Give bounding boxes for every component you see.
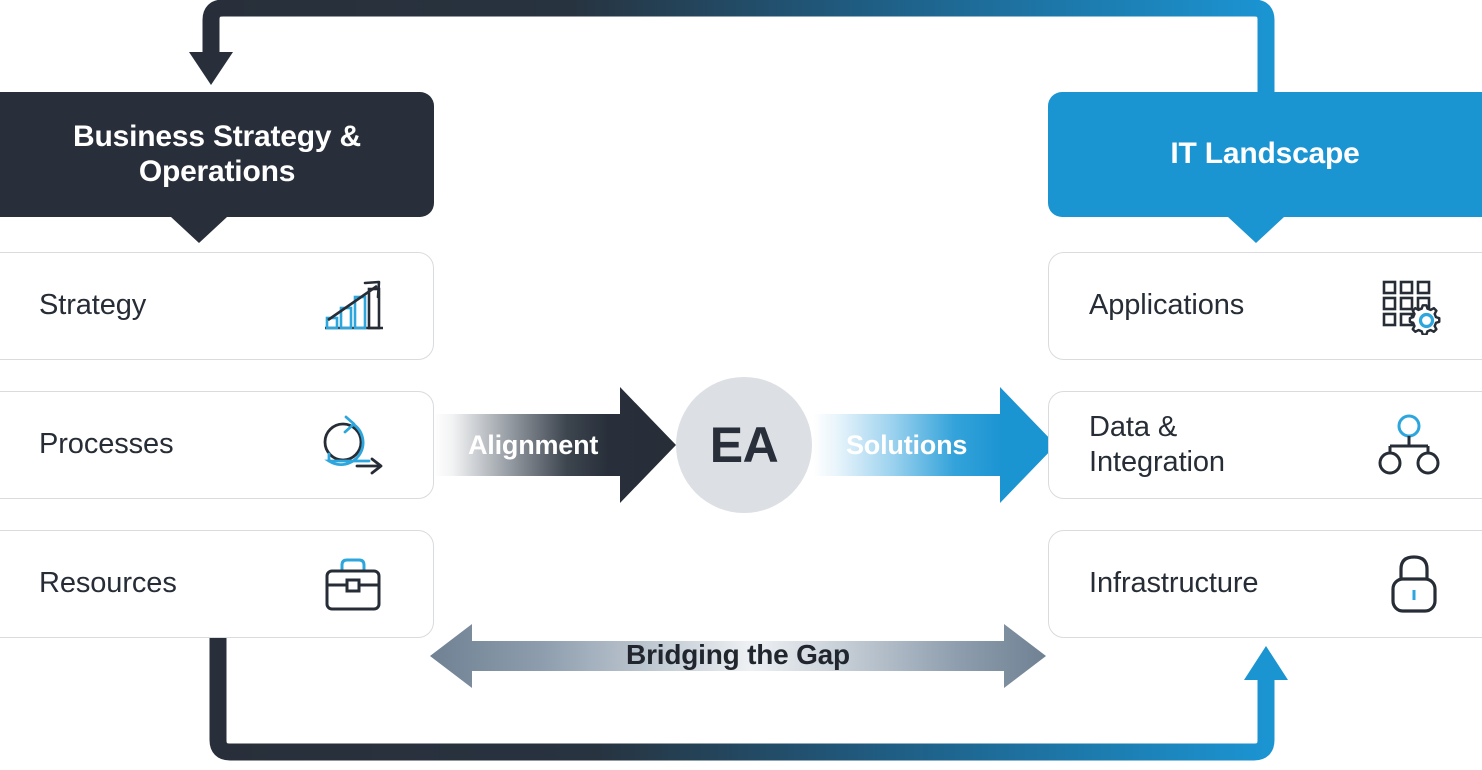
business-strategy-header-label: Business Strategy & Operations [73,119,361,188]
briefcase-icon [319,555,387,613]
card-strategy-label: Strategy [39,289,147,322]
card-processes-label: Processes [39,428,174,461]
card-data-integration-label: Data & Integration [1089,410,1225,478]
padlock-icon [1387,553,1441,615]
it-landscape-header-label: IT Landscape [1170,137,1360,171]
alignment-arrow: Alignment [432,389,676,501]
bridging-gap-arrow: Bridging the Gap [430,624,1046,688]
header-notch-down-icon [1228,217,1284,243]
ea-hub-label: EA [709,417,779,473]
solutions-arrow: Solutions [812,389,1056,501]
card-resources[interactable]: Resources [0,530,434,638]
ea-hub: EA [676,377,812,513]
card-applications[interactable]: Applications [1048,252,1482,360]
solutions-arrow-label: Solutions [846,430,968,460]
card-processes[interactable]: Processes [0,391,434,499]
agile-cycle-arrow-icon [313,414,387,476]
card-resources-label: Resources [39,567,177,600]
app-grid-gear-icon [1379,277,1441,335]
card-data-integration[interactable]: Data & Integration [1048,391,1482,499]
bridging-gap-label: Bridging the Gap [626,639,850,670]
bar-chart-growth-icon [321,278,387,334]
card-strategy[interactable]: Strategy [0,252,434,360]
alignment-arrow-label: Alignment [468,430,599,460]
card-infrastructure-label: Infrastructure [1089,567,1259,600]
top-feedback-connector [189,0,1275,92]
hierarchy-nodes-icon [1377,414,1441,476]
card-infrastructure[interactable]: Infrastructure [1048,530,1482,638]
header-notch-down-icon [171,217,227,243]
card-applications-label: Applications [1089,289,1245,322]
it-landscape-header: IT Landscape [1048,92,1482,243]
business-strategy-header: Business Strategy & Operations [0,92,434,243]
